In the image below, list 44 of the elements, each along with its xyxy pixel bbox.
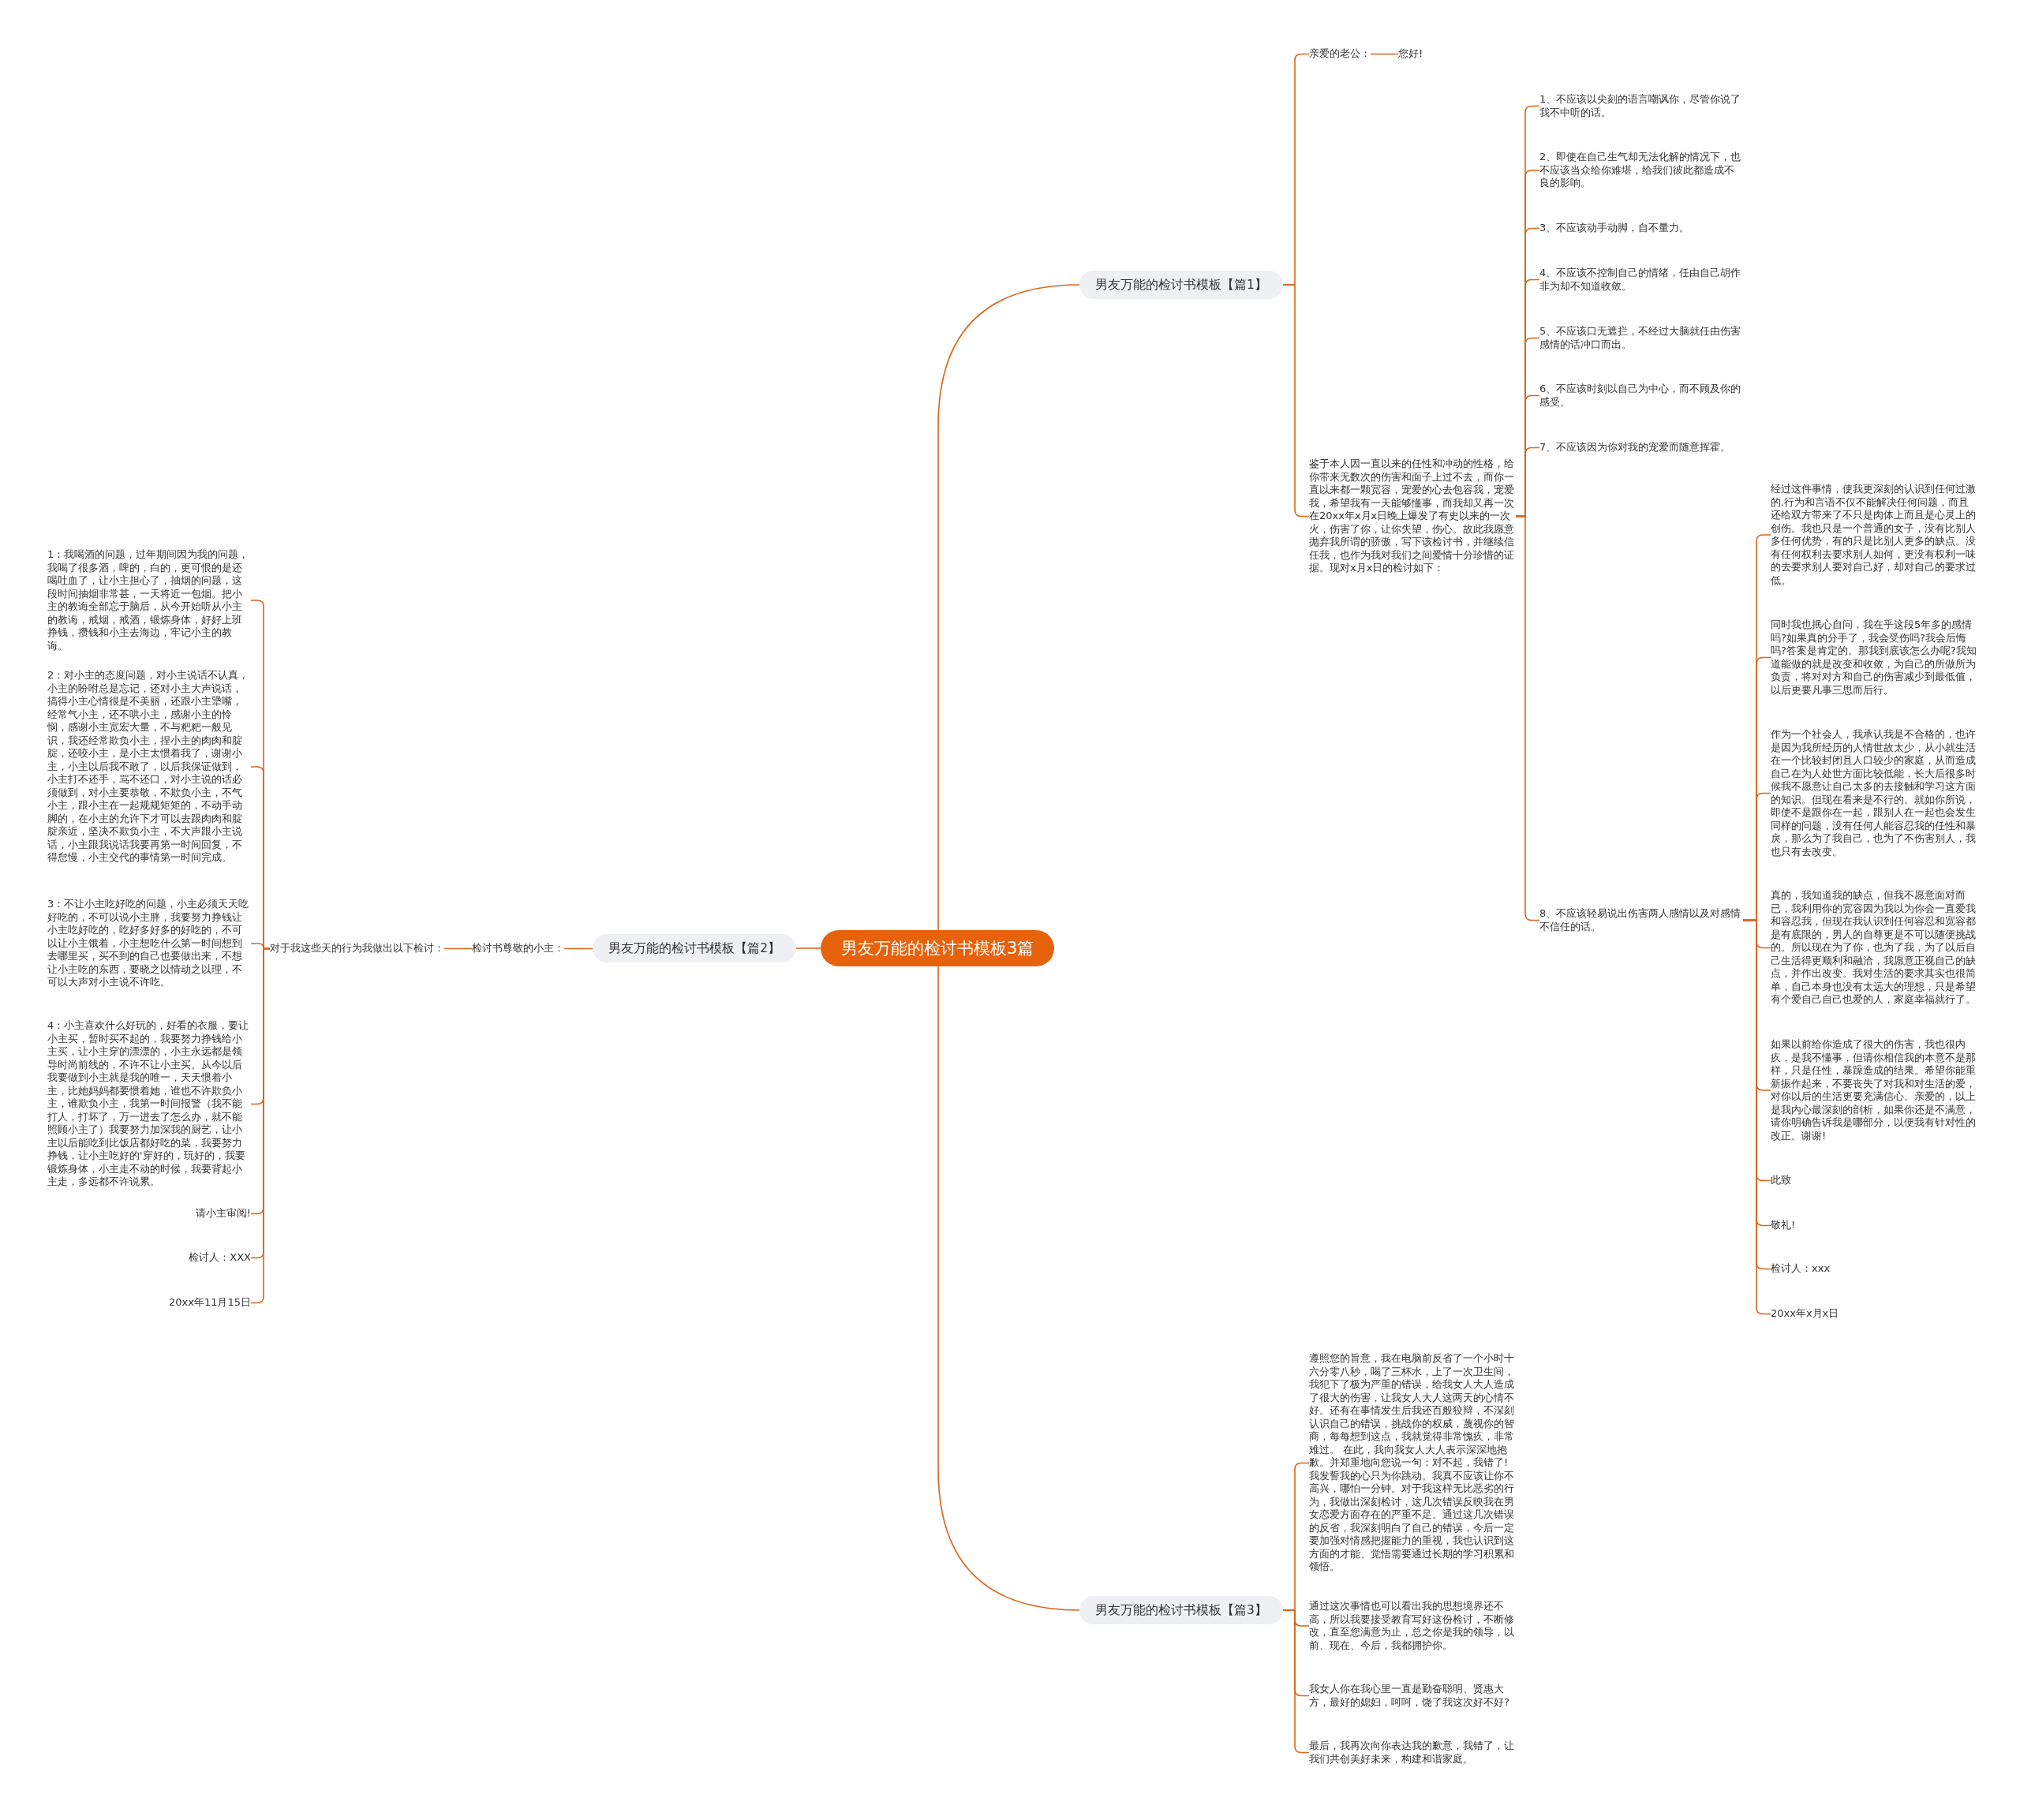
branch-text: 8、不应该轻易说出伤害两人感情以及对感情不信任的话。: [1539, 907, 1743, 933]
topic-pill: 男友万能的检讨书模板【篇2】: [593, 934, 796, 962]
branch-text: 亲爱的老公：: [1309, 47, 1371, 61]
branch-text: 遵照您的旨意，我在电脑前反省了一个小时十六分零八秒，喝了三杯水，上了一次卫生间，我犯下了极为严重的错误，给我女人大人造成了很大的伤害，让我女人大人这两天的心情不好。还有在事情发生后我还百般狡辩，不深刻认识自己的错误，挑战你的权威，蔑视你的智商，每每想到这点，我就觉得非常愧疚，非常难过。 在此，我向我女人大人表示深深地抱歉。并郑重地向您说一句：对不起，我错了!我发誓我的心只为你跳动。我真不应该让你不高兴，哪怕一分钟。对于我这样无比恶劣的行为，我做出深刻检讨，这几次错误反映我在男女恋爱方面存在的严重不足。通过这几次错误的反省，我深刻明白了自己的错误，今后一定要加强对情感把握能力的重视，我也认识到这方面的才能、觉悟需要通过长期的学习积累和领悟。: [1309, 1352, 1516, 1574]
branch-text: 检讨书尊敬的小主：: [472, 942, 564, 955]
topic-pill: 男友万能的检讨书模板【篇1】: [1079, 271, 1283, 299]
branch-text: 6、不应该时刻以自己为中心，而不顾及你的感受。: [1539, 383, 1743, 409]
branch-text: 3：不让小主吃好吃的问题，小主必须天天吃好吃的，不可以说小主胖，我要努力挣钱让小主吃好吃的，吃好多好多的好吃的，不可以让小主饿着，小主想吃什么第一时间想到去哪里买，买不到的自己也要做出来，不想让小主吃的东西，要晓之以情动之以理，不可以大声对小主说不许吃。: [47, 898, 251, 989]
branch-text: 通过这次事情也可以看出我的思想境界还不高，所以我要接受教育写好这份检讨，不断修改，直至您满意为止，总之你是我的领导，以前、现在、今后，我都拥护你。: [1309, 1600, 1516, 1652]
branch-text: 此致: [1771, 1174, 1791, 1187]
branch-text: 20xx年x月x日: [1771, 1307, 1839, 1321]
branch-text: 4、不应该不控制自己的情绪，任由自己胡作非为却不知道收敛。: [1539, 267, 1743, 293]
branch-text: 如果以前给你造成了很大的伤害，我也很内疚，是我不懂事，但请你相信我的本意不是那样，只是任性，暴躁造成的结果。希望你能重新振作起来，不要丧失了对我和对生活的爱，对你以后的生活更要充满信心。亲爱的，以上是我内心最深刻的剖析，如果你还是不满意，请你明确告诉我是哪部分，以便我有针对性的改正。谢谢!: [1771, 1038, 1977, 1142]
branch-text: 请小主审阅!: [195, 1207, 251, 1220]
connector-line: [563, 947, 593, 950]
branch-text: 经过这件事情，使我更深刻的认识到任何过激的.行为和言语不仅不能解决任何问题，而且还给双方带来了不只是肉体上而且是心灵上的创伤。我也只是一个普通的女子，没有比别人多任何优势，有的只是比别人更多的缺点。没有任何权利去要求别人如何，更没有权利一味的去要求别人要对自己好，却对自己的要求过低。: [1771, 483, 1977, 587]
connector-line: [1282, 1609, 1310, 1754]
branch-text: 敬礼!: [1771, 1219, 1796, 1232]
branch-text: 检讨人：XXX: [189, 1251, 251, 1265]
central-topic: 男友万能的检讨书模板3篇: [821, 930, 1055, 966]
branch-text: 作为一个社会人，我承认我是不合格的，也许是因为我所经历的人情世故太少，从小就生活在一个比较封闭且人口较少的家庭，从而造成自己在为人处世方面比较低能，长大后很多时候我不愿意让自己太多的去接触和学习这方面的知识。但现在看来是不行的。就如你所说，即使不是跟你在一起，跟别人在一起也会发生同样的问题，没有任何人能容忍我的任性和暴戾，那么为了我自己，也为了不伤害别人，我也只有去改变。: [1771, 728, 1977, 858]
branch-text: 同时我也抿心自问，我在乎这段5年多的感情吗?如果真的分手了，我会受伤吗?我会后悔吗?答案是肯定的。那我到底该怎么办呢?我知道能做的就是改变和收敛，为自己的所做所为负责，将对对方和自己的伤害减少到最低值，以后更要凡事三思而后行。: [1771, 619, 1977, 697]
branch-text: 20xx年11月15日: [169, 1296, 251, 1310]
branch-text: 5、不应该口无遮拦，不经过大脑就任由伤害感情的话冲口而出。: [1539, 325, 1743, 351]
connector-line: [937, 966, 1080, 1611]
branch-text: 我女人你在我心里一直是勤奋聪明、贤惠大方，最好的媳妇，呵呵，饶了我这次好不好?: [1309, 1683, 1516, 1709]
branch-text: 您好!: [1398, 47, 1423, 61]
branch-text: 真的，我知道我的缺点，但我不愿意面对而已，我利用你的宽容因为我以为你会一直爱我和容忍我，但现在我认识到任何容忍和宽容都是有底限的，男人的自尊更是不可以随便挑战的。所以现在为了你，也为了我，为了以后自己生活得更顺利和融洽，我愿意正视自己的缺点，并作出改变。我对生活的要求其实也很简单，自己本身也没有太远大的理想，只是希望有个爱自己自己也爱的人，家庭幸福就行了。: [1771, 889, 1977, 1007]
branch-text: 对于我这些天的行为我做出以下检讨：: [270, 942, 444, 955]
branch-text: 最后，我再次向你表达我的歉意，我错了，让我们共创美好未来，构建和谐家庭。: [1309, 1740, 1516, 1766]
topic-pill: 男友万能的检讨书模板【篇3】: [1079, 1596, 1283, 1624]
branch-text: 鉴于本人因一直以来的任性和冲动的性格，给你带来无数次的伤害和面子上过不去，而你一直以来都一颗宽容，宠爱的心去包容我，宠爱我，希望我有一天能够懂事，而我却又再一次在20xx年x月x日晚上爆发了有史以来的一次火，伤害了你，让你失望，伤心。故此我愿意抛弃我所谓的骄傲，写下该检讨书，并继续信任我，也作为我对我们之间爱情十分珍惜的证据。现对x月x日的检讨如下：: [1309, 458, 1516, 575]
branch-text: 检讨人：xxx: [1771, 1262, 1831, 1276]
connector-line: [937, 284, 1080, 931]
branch-text: 1：我喝酒的问题，过年期间因为我的问题，我喝了很多酒，啤的，白的，更可恨的是还喝吐血了，让小主担心了，抽烟的问题，这段时间抽烟非常甚，一天将近一包烟。把小主的教诲全部忘于脑后，从今开始听从小主的教诲，戒烟，戒酒，锻炼身体，好好上班挣钱，攒钱和小主去海边，牢记小主的教诲。: [47, 548, 251, 652]
connector-line: [1370, 53, 1399, 55]
branch-text: 2、即使在自己生气却无法化解的情况下，也不应该当众给你难堪，给我们彼此都造成不良的影响。: [1539, 151, 1743, 190]
branch-text: 4：小主喜欢什么好玩的，好看的衣服，要让小主买，暂时买不起的，我要努力挣钱给小主买，让小主穿的漂漂的，小主永远都是领导时尚前线的，不许不让小主买。从今以后我要做到小主就是我的唯一，天天惯着小主，比她妈妈都要惯着她，谁也不许欺负小主，谁欺负小主，我第一时间报警（我不能打人，打坏了，万一进去了怎么办，就不能照顾小主了）我要努力加深我的厨艺，让小主以后能吃到比饭店都好吃的菜，我要努力挣钱，让小主吃好的'穿好的，玩好的，我要锻炼身体，小主走不动的时候，我要背起小主走，多远都不许说累。: [47, 1019, 251, 1189]
branch-text: 2：对小主的态度问题，对小主说话不认真，小主的吩咐总是忘记，还对小主大声说话，搞得小主心情很是不美丽，还跟小主犟嘴，经常气小主，还不哄小主，感谢小主的怜悯，感谢小主宽宏大量，不与粑粑一般见识，我还经常欺负小主，捏小主的肉肉和腚腚，还咬小主，是小主太惯着我了，谢谢小主，小主以后我不敢了，以后我保证做到，小主打不还手，骂不还口，对小主说的话必须做到，对小主要恭敬，不欺负小主，不气小主，跟小主在一起规规矩矩的，不动手动脚的，在小主的允许下才可以去跟肉肉和腚腚亲近，坚决不欺负小主，不大声跟小主说话，小主跟我说话我要再第一时间回复，不得怠慢，小主交代的事情第一时间完成。: [47, 669, 251, 865]
branch-text: 3、不应该动手动脚，自不量力。: [1539, 222, 1743, 235]
branch-text: 7、不应该因为你对我的宠爱而随意挥霍。: [1539, 441, 1743, 454]
branch-text: 1、不应该以尖刻的语言嘲讽你，尽管你说了我不中听的话。: [1539, 93, 1743, 119]
connector-line: [443, 947, 473, 950]
connector-line: [795, 947, 821, 949]
